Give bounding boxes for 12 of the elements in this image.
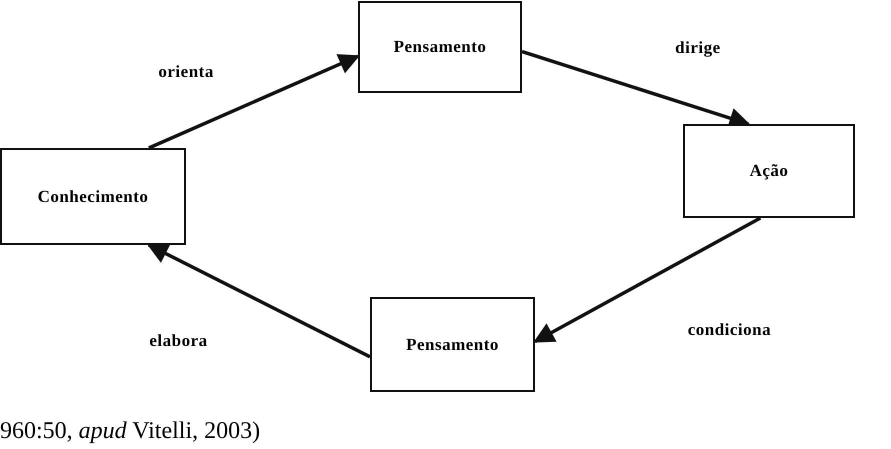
arrow (533, 216, 762, 344)
arrow (146, 243, 371, 358)
concept-box (370, 297, 535, 392)
arrow (148, 54, 360, 150)
concept-label: Ação (750, 161, 788, 181)
citation-caption: 960:50, apud Vitelli, 2003) (0, 418, 260, 445)
concept-box (0, 148, 186, 245)
concept-label: Pensamento (406, 334, 499, 354)
concept-label: Pensamento (394, 37, 486, 57)
concept-label: Conhecimento (38, 186, 148, 206)
concept-box (683, 124, 855, 218)
concept-box (358, 1, 522, 93)
